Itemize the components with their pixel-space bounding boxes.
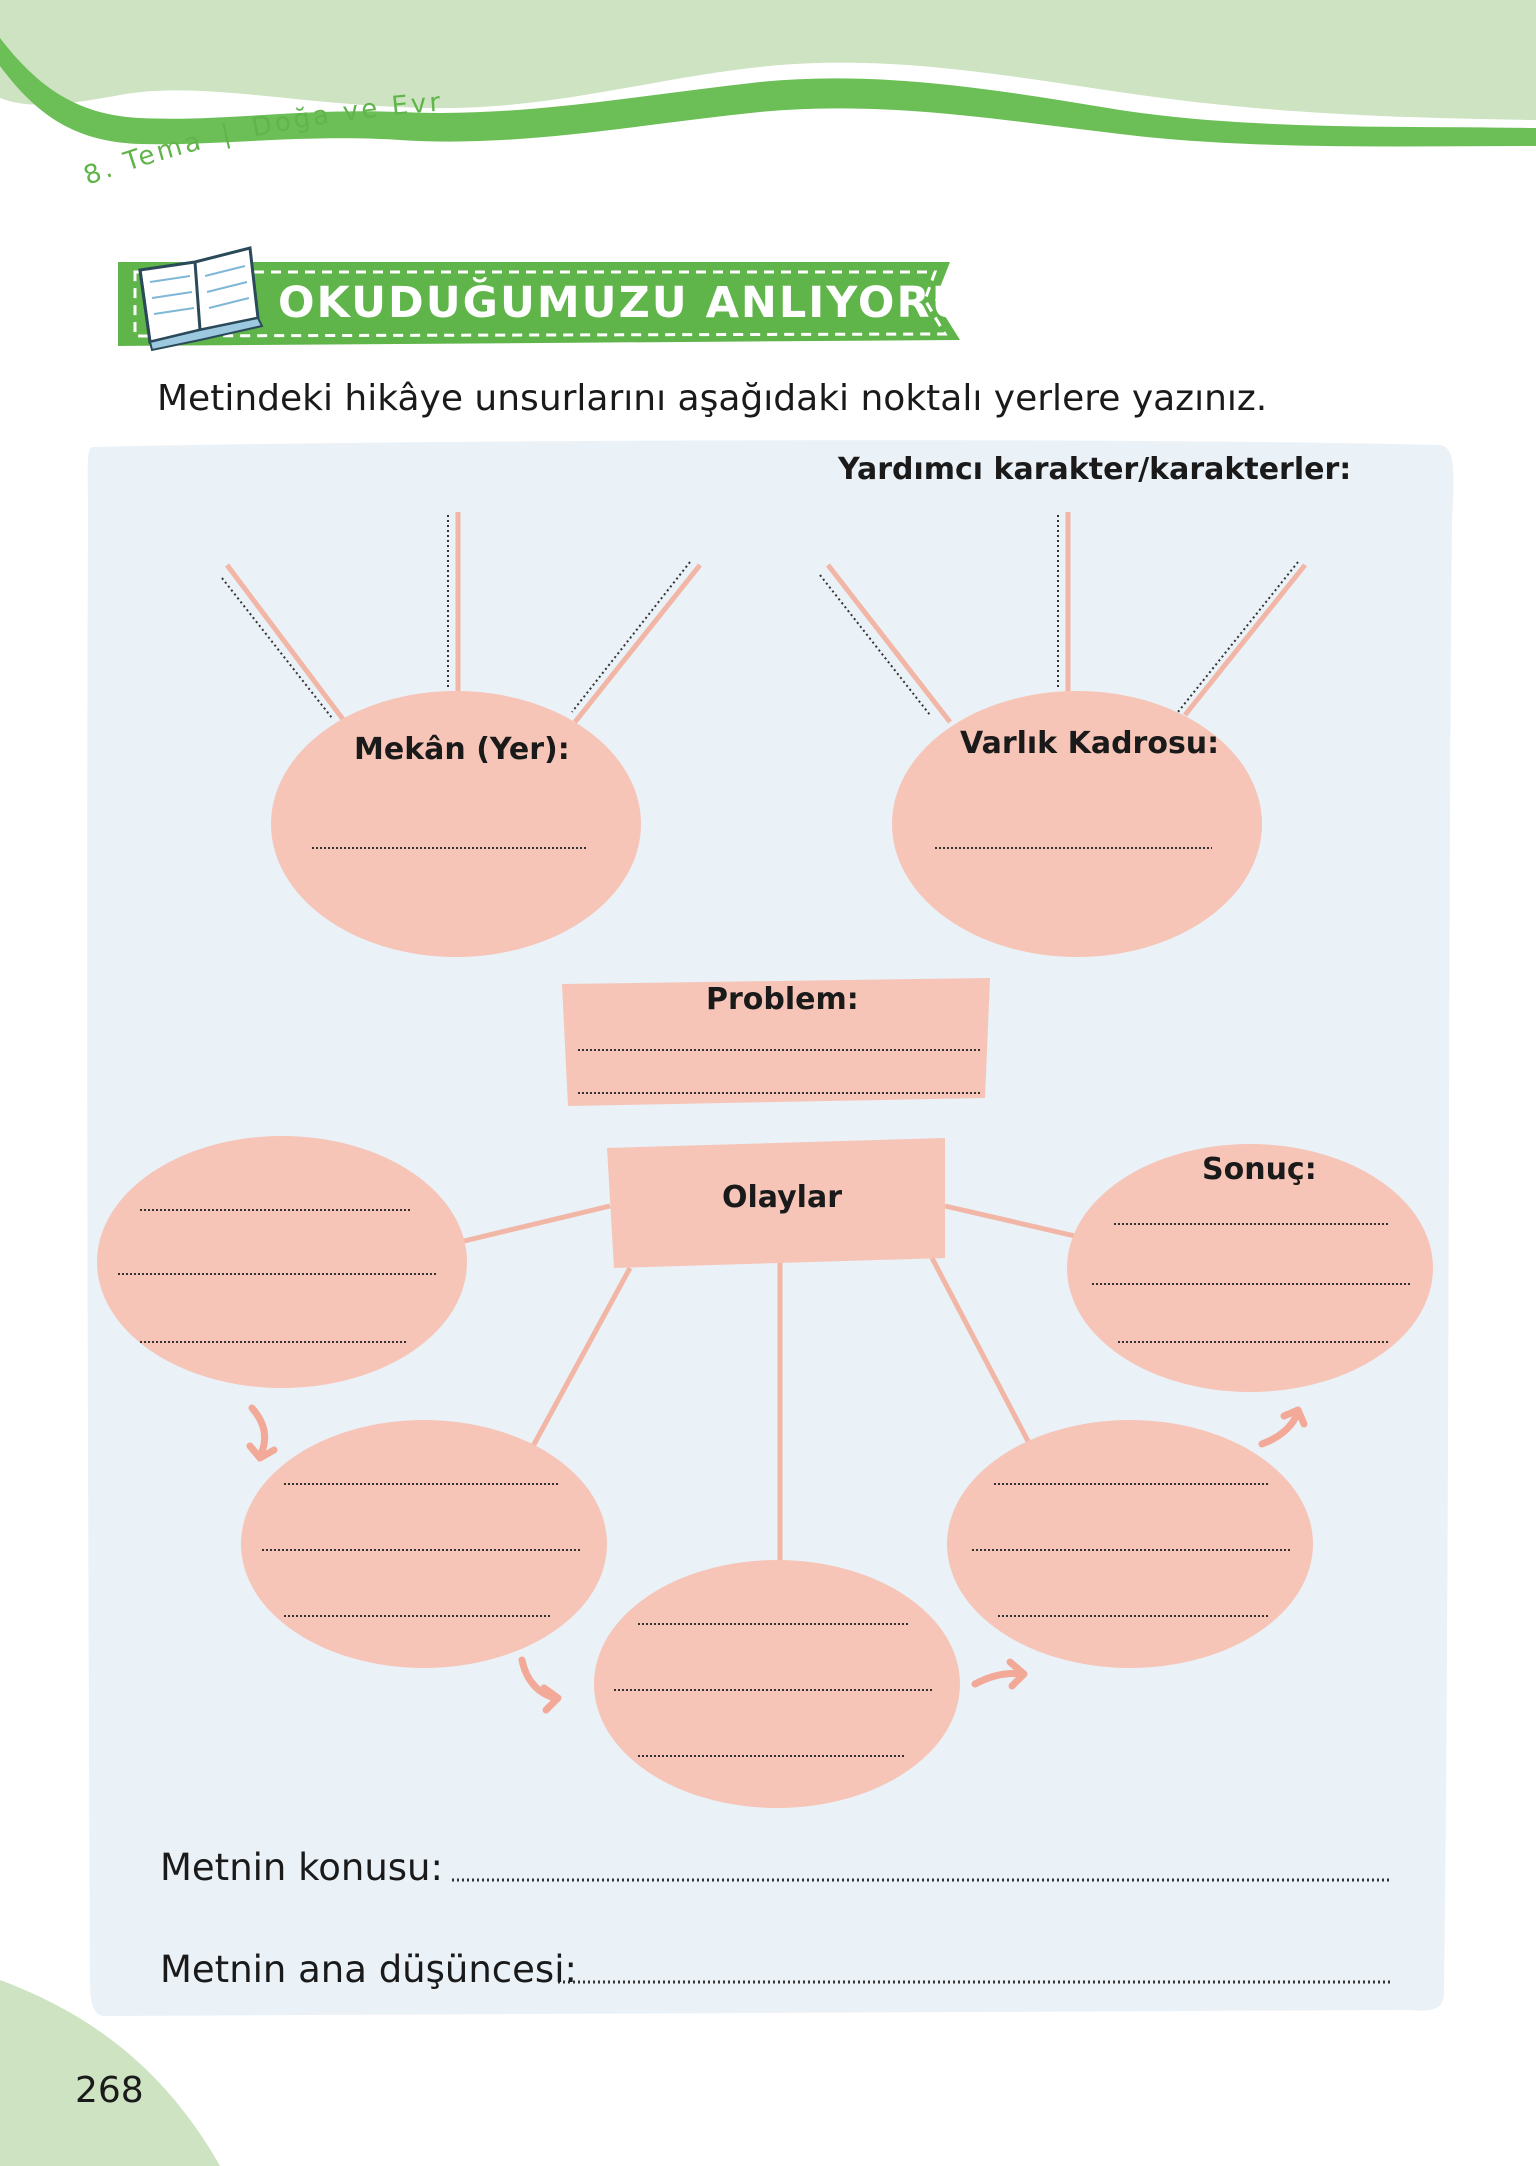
corner-decoration xyxy=(0,1980,220,2166)
open-book-icon xyxy=(138,246,264,352)
main-idea-label: Metnin ana düşüncesi: xyxy=(160,1948,577,1991)
cast-rays xyxy=(826,512,1307,724)
section-banner xyxy=(118,262,960,346)
instruction-text: Metindeki hikâye unsurlarını aşağıdaki n… xyxy=(157,378,1268,419)
problem-label: Problem: xyxy=(706,982,859,1017)
arrow-4-icon xyxy=(1258,1406,1308,1448)
event-bubble-1 xyxy=(97,1136,467,1388)
flow-arrows xyxy=(246,1404,1308,1714)
theme-label: 8. Tema | Doğa ve Evren xyxy=(0,0,444,192)
section-title: OKUDUĞUMUZU ANLIYORUZ xyxy=(278,278,1002,328)
problem-box xyxy=(562,978,990,1106)
setting-label: Mekân (Yer): xyxy=(354,732,570,767)
arrow-2-icon xyxy=(518,1656,562,1714)
cast-ray-dotted xyxy=(819,515,1299,716)
result-bubble xyxy=(1067,1144,1433,1392)
result-label: Sonuç: xyxy=(1202,1152,1317,1187)
theme-separator: | xyxy=(218,118,236,150)
cast-bubble xyxy=(892,691,1262,957)
event-bubble-3 xyxy=(594,1560,960,1808)
setting-ray-dotted xyxy=(221,515,691,719)
cast-label: Varlık Kadrosu: xyxy=(960,726,1220,761)
theme-number: 8. Tema xyxy=(80,126,207,192)
header-wave-dark xyxy=(0,38,1536,147)
header-wave-light xyxy=(0,0,1536,120)
events-label: Olaylar xyxy=(722,1180,842,1215)
event-bubble-4 xyxy=(947,1420,1313,1668)
events-connectors xyxy=(459,1203,1076,1560)
supporting-characters-label: Yardımcı karakter/karakterler: xyxy=(838,452,1352,487)
setting-bubble xyxy=(271,691,641,957)
svg-text:8. Tema | Doğa ve: 8. Tema | Doğa ve Evren xyxy=(0,0,444,192)
event-bubble-2 xyxy=(241,1420,607,1668)
arrow-3-icon xyxy=(971,1658,1028,1690)
setting-rays xyxy=(225,512,702,724)
events-box xyxy=(607,1138,945,1268)
arrow-1-icon xyxy=(246,1404,278,1462)
topic-label: Metnin konusu: xyxy=(160,1846,443,1889)
page-number: 268 xyxy=(75,2070,144,2111)
